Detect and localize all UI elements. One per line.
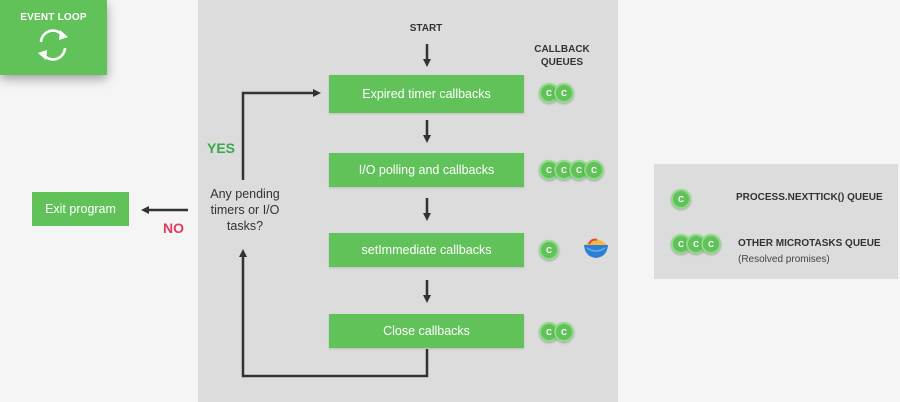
cycle-arrows-icon	[38, 29, 68, 61]
phase-close-callbacks: Close callbacks	[329, 314, 524, 348]
callback-dot: C	[584, 160, 604, 180]
yes-label: YES	[207, 140, 236, 156]
pending-tasks-question: Any pending timers or I/O tasks?	[200, 186, 290, 234]
badge-title: EVENT LOOP	[20, 12, 87, 23]
legend-panel	[654, 164, 898, 279]
phase-io-polling: I/O polling and callbacks	[329, 153, 524, 187]
question-line-2: timers or I/O	[210, 203, 280, 217]
question-line-1: Any pending	[210, 187, 280, 201]
exit-program-box: Exit program	[32, 192, 129, 226]
callback-dot: C	[554, 322, 574, 342]
phase-label: setImmediate callbacks	[361, 243, 492, 257]
phase-expired-timers: Expired timer callbacks	[329, 75, 524, 113]
phase-label: Expired timer callbacks	[362, 87, 491, 101]
exit-program-label: Exit program	[45, 202, 116, 216]
callback-queues-header: CALLBACK QUEUES	[530, 43, 594, 69]
microtasks-queue-sub: (Resolved promises)	[738, 254, 830, 265]
no-label: NO	[163, 220, 184, 236]
callback-queues-line-1: CALLBACK	[534, 44, 590, 55]
question-line-3: tasks?	[226, 219, 264, 233]
callback-queues-line-2: QUEUES	[540, 57, 584, 68]
nexttick-queue-label: PROCESS.NEXTTICK() QUEUE	[736, 192, 883, 203]
phase-label: I/O polling and callbacks	[358, 163, 495, 177]
microtask-dot: C	[701, 234, 721, 254]
bowl-icon	[584, 238, 608, 258]
phase-label: Close callbacks	[383, 324, 470, 338]
event-loop-badge: EVENT LOOP	[0, 0, 107, 75]
loop-back-line	[239, 249, 429, 378]
nexttick-dot: C	[671, 189, 691, 209]
callback-dot: C	[539, 240, 559, 260]
start-label: START	[409, 23, 443, 34]
microtasks-queue-label: OTHER MICROTASKS QUEUE	[738, 238, 881, 249]
callback-dot: C	[554, 83, 574, 103]
phase-set-immediate: setImmediate callbacks	[329, 233, 524, 267]
yes-line	[241, 89, 321, 180]
